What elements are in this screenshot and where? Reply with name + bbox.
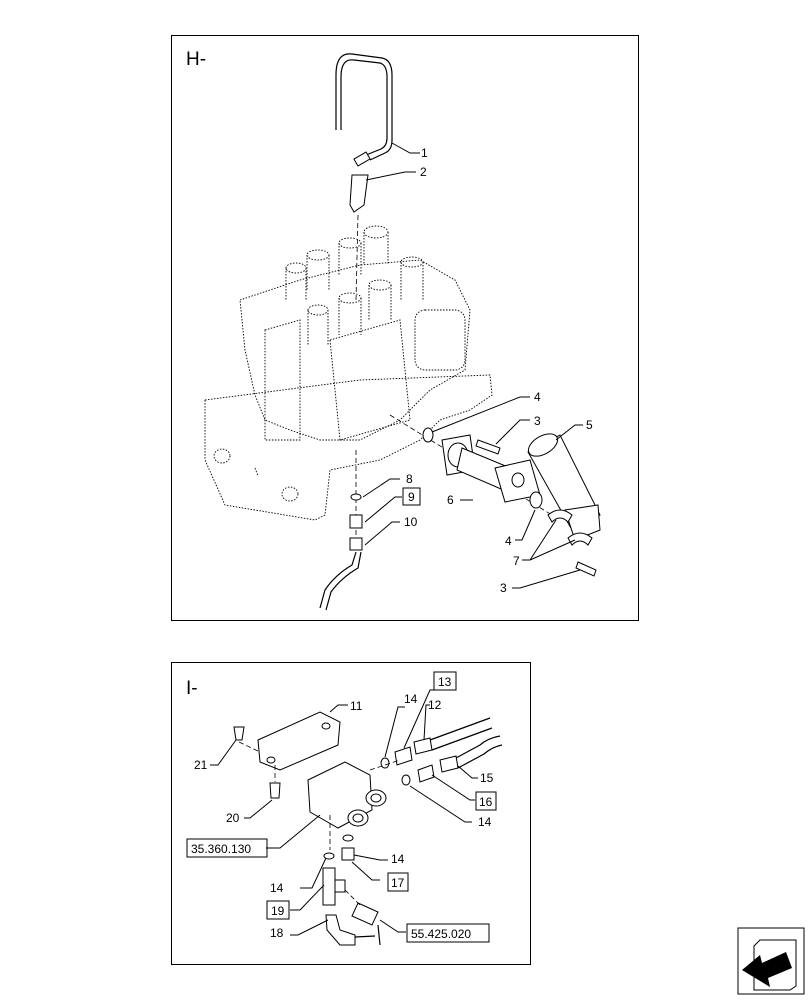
axis-i-1 [238, 741, 261, 753]
hose-12 [429, 717, 491, 741]
callout-2: 2 [420, 165, 427, 179]
boxed-callout-16: 16 [479, 795, 493, 809]
bolt-3-lower [575, 561, 597, 577]
o-ring-4-lower [529, 491, 543, 509]
tube-6 [441, 434, 541, 503]
hose-12-edge [431, 727, 493, 751]
leaders-i [210, 689, 478, 936]
callout-14-lower: 14 [391, 852, 405, 866]
callout-14-top: 14 [404, 692, 418, 706]
hose-10-edge [325, 551, 362, 611]
panel-i-title: I- [186, 678, 198, 699]
boxed-callout-9: 9 [408, 490, 415, 504]
fitting-10 [349, 537, 363, 551]
plug-17 [341, 847, 355, 861]
seal-14-c [342, 834, 354, 842]
panel-h-drawing: 1 2 3 4 5 6 4 7 3 8 9 10 [204, 53, 601, 611]
bolt-3-upper [475, 439, 501, 455]
callout-15: 15 [480, 771, 494, 785]
sensor-cable [377, 924, 381, 946]
hose-18 [354, 935, 376, 938]
callout-20: 20 [226, 811, 240, 825]
fitting-15 [439, 755, 459, 773]
screw-20 [269, 782, 281, 799]
boxed-callout-19-frame [266, 900, 290, 920]
valve-body-35-360-130 [307, 761, 387, 829]
callout-4-upper: 4 [534, 390, 541, 404]
axis-i-5 [344, 889, 361, 906]
boxed-callout-17-frame [387, 872, 409, 892]
hose-10 [319, 551, 357, 609]
hose-15 [455, 735, 501, 759]
panel-i: I- [171, 662, 531, 965]
tee-19-branch [334, 879, 346, 893]
seal-14-a [380, 757, 390, 769]
callout-14-right: 14 [478, 815, 492, 829]
axis-i-3 [369, 759, 401, 771]
callout-14-left: 14 [270, 881, 284, 895]
callout-18: 18 [270, 926, 284, 940]
seal-14-d [323, 852, 335, 860]
reference-35-360-130: 35.360.130 [191, 842, 251, 856]
adapter-9 [349, 514, 363, 529]
boxed-callout-9-frame [402, 487, 421, 506]
clamp-7-upper [547, 509, 573, 523]
elbow-18 [325, 914, 356, 946]
fitting-12 [413, 737, 433, 755]
reference-55-425-020: 55.425.020 [411, 927, 471, 941]
callout-7: 7 [513, 554, 520, 568]
boxed-callout-19: 19 [271, 904, 285, 918]
callout-1: 1 [421, 146, 428, 160]
o-ring-4-upper [422, 427, 434, 443]
callout-3-upper: 3 [534, 414, 541, 428]
pipe-1-inner [340, 59, 388, 156]
boxed-callout-13-frame [433, 671, 457, 691]
boxed-callout-17: 17 [391, 876, 405, 890]
clamp-7-lower [567, 532, 593, 546]
washer-8 [350, 493, 362, 501]
boxed-callout-16-frame [475, 791, 497, 811]
callout-8: 8 [406, 472, 413, 486]
callout-3-lower: 3 [500, 581, 507, 595]
adapter-16 [417, 764, 435, 783]
pipe-5 [527, 433, 601, 541]
callout-11: 11 [350, 699, 363, 713]
bracket-hole [321, 722, 331, 730]
bracket-11 [257, 711, 341, 771]
callout-12: 12 [428, 698, 442, 712]
fitting-1 [353, 151, 371, 167]
leaders-h [362, 142, 583, 589]
reference-35-360-130-frame [186, 838, 268, 858]
tee-19 [322, 867, 336, 906]
panel-h: H- [171, 35, 639, 621]
panel-i-drawing: 11 21 14 12 15 14 20 14 14 18 13 16 17 1… [186, 671, 503, 946]
seal-14-b [401, 774, 411, 786]
axis-h-1 [355, 214, 359, 301]
pipe-1 [335, 53, 393, 161]
sensor-55-425-020 [351, 902, 379, 926]
callout-21: 21 [194, 758, 208, 772]
callout-10: 10 [404, 515, 418, 529]
adapter-13 [394, 746, 413, 766]
boxed-callout-13: 13 [438, 675, 452, 689]
screw-21 [233, 726, 245, 741]
callout-5: 5 [586, 418, 593, 432]
control-valve [204, 225, 493, 521]
elbow-2 [349, 174, 369, 213]
bracket-hole-2 [266, 756, 276, 764]
hose-15-edge [457, 744, 503, 769]
callout-4-lower: 4 [505, 534, 512, 548]
previous-arrow-icon[interactable] [737, 927, 805, 995]
reference-55-425-020-frame [406, 923, 490, 943]
callout-6: 6 [447, 493, 454, 507]
panel-h-title: H- [186, 49, 207, 70]
